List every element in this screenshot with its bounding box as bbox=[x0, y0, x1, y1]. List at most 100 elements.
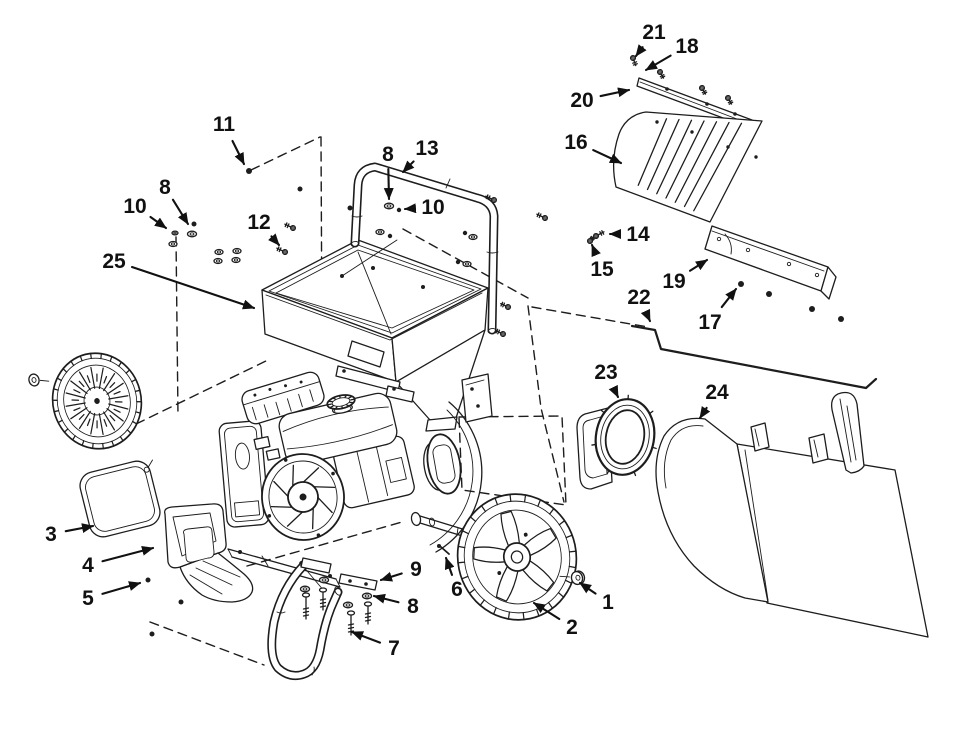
screw bbox=[284, 222, 297, 232]
fastener-dot bbox=[145, 577, 151, 583]
callout-label-21: 21 bbox=[642, 21, 666, 44]
callout-label-25: 25 bbox=[102, 250, 126, 273]
callout-label-23: 23 bbox=[594, 361, 617, 384]
engine-side-plate bbox=[218, 420, 270, 528]
callout-2: 2 bbox=[532, 601, 578, 639]
callout-label-1: 1 bbox=[602, 591, 614, 614]
washer bbox=[342, 601, 354, 609]
callout-16: 16 bbox=[564, 131, 623, 165]
fastener-dot bbox=[470, 387, 474, 391]
fastener-dot bbox=[246, 168, 252, 174]
callout-label-22: 22 bbox=[627, 286, 650, 309]
callout-label-13: 13 bbox=[415, 137, 438, 160]
callout-label-7: 7 bbox=[388, 637, 400, 660]
part-4-discharge-chute bbox=[164, 503, 254, 603]
callout-label-19: 19 bbox=[662, 270, 685, 293]
fastener-dot bbox=[754, 155, 758, 159]
engine-carburetor bbox=[253, 436, 281, 461]
part-23-clamp-ring bbox=[576, 394, 657, 490]
screw bbox=[724, 94, 734, 105]
washer bbox=[468, 233, 478, 241]
fastener-dot bbox=[476, 404, 480, 408]
fastener-dot bbox=[342, 369, 346, 373]
hopper-mount-bracket bbox=[335, 365, 493, 423]
fastener-dot bbox=[340, 274, 344, 278]
discharge-cover bbox=[423, 433, 462, 495]
callout-8: 8 bbox=[159, 176, 190, 226]
callout-11: 11 bbox=[213, 113, 246, 166]
callout-label-14: 14 bbox=[626, 223, 650, 246]
dashed-alignment-lines bbox=[135, 136, 649, 666]
callout-14: 14 bbox=[608, 223, 650, 246]
fastener-dot bbox=[733, 112, 737, 116]
callout-label-16: 16 bbox=[564, 131, 587, 154]
callout-18: 18 bbox=[644, 35, 699, 72]
screw bbox=[629, 54, 638, 67]
fastener-dot bbox=[392, 387, 396, 391]
washer bbox=[232, 247, 242, 255]
callout-8: 8 bbox=[382, 143, 394, 201]
screw bbox=[495, 328, 507, 338]
callout-label-3: 3 bbox=[45, 523, 57, 546]
callout-25: 25 bbox=[102, 250, 256, 310]
washer bbox=[299, 585, 311, 593]
fastener-dot bbox=[766, 291, 772, 297]
part-1-washer bbox=[559, 570, 586, 586]
fastener-dot bbox=[421, 285, 425, 289]
fastener-dot bbox=[347, 205, 353, 211]
washer bbox=[383, 202, 395, 210]
callout-label-17: 17 bbox=[698, 311, 721, 334]
callout-21: 21 bbox=[634, 21, 666, 58]
fastener-dot bbox=[738, 281, 744, 287]
callout-19: 19 bbox=[662, 258, 709, 293]
part-engine bbox=[218, 371, 462, 593]
callout-label-11: 11 bbox=[213, 113, 236, 136]
fastener-dot bbox=[396, 207, 402, 213]
callout-17: 17 bbox=[698, 287, 738, 334]
fastener-dot bbox=[149, 631, 155, 637]
callout-label-20: 20 bbox=[570, 89, 593, 112]
part-wheel-left bbox=[28, 352, 143, 450]
callout-label-12: 12 bbox=[247, 211, 270, 234]
part-22-bag-rod bbox=[630, 324, 878, 390]
wheel-left-washer bbox=[28, 373, 50, 387]
callout-13: 13 bbox=[401, 137, 439, 174]
callout-label-9: 9 bbox=[410, 558, 422, 581]
callout-label-15: 15 bbox=[590, 258, 614, 281]
fastener-dot bbox=[437, 544, 441, 548]
callout-label-10: 10 bbox=[421, 196, 444, 219]
callout-15: 15 bbox=[590, 243, 614, 281]
hopper-label-plate bbox=[347, 340, 385, 368]
fastener-dot bbox=[665, 87, 669, 91]
fastener-dot bbox=[387, 233, 393, 239]
callout-1: 1 bbox=[578, 581, 614, 614]
callout-label-24: 24 bbox=[705, 381, 729, 404]
callout-5: 5 bbox=[82, 581, 142, 610]
callout-10: 10 bbox=[123, 195, 168, 230]
part-leg-stand bbox=[267, 557, 378, 680]
callout-3: 3 bbox=[45, 523, 95, 546]
fastener-dot bbox=[655, 120, 659, 124]
engine-gas-cap bbox=[326, 394, 356, 414]
callout-label-8: 8 bbox=[382, 143, 394, 166]
callout-label-4: 4 bbox=[82, 554, 94, 577]
part-19-lower-panel bbox=[704, 225, 837, 300]
part-16-deflector-panel bbox=[612, 111, 763, 223]
callout-label-8: 8 bbox=[159, 176, 171, 199]
callouts: 2118201614151917222324138101181012253459… bbox=[45, 21, 738, 660]
callout-24: 24 bbox=[698, 381, 729, 420]
fastener-dot bbox=[297, 186, 303, 192]
washer bbox=[361, 592, 373, 600]
washer bbox=[171, 230, 179, 236]
fastener-dot bbox=[455, 259, 461, 265]
callout-12: 12 bbox=[247, 211, 281, 247]
washer bbox=[186, 230, 198, 238]
fastener-dot bbox=[178, 599, 184, 605]
callout-label-5: 5 bbox=[82, 587, 94, 610]
callout-4: 4 bbox=[82, 545, 155, 577]
part-3-cover-plate bbox=[79, 459, 161, 538]
fastener-dot bbox=[838, 316, 844, 322]
callout-label-2: 2 bbox=[566, 616, 578, 639]
screw bbox=[698, 84, 708, 95]
